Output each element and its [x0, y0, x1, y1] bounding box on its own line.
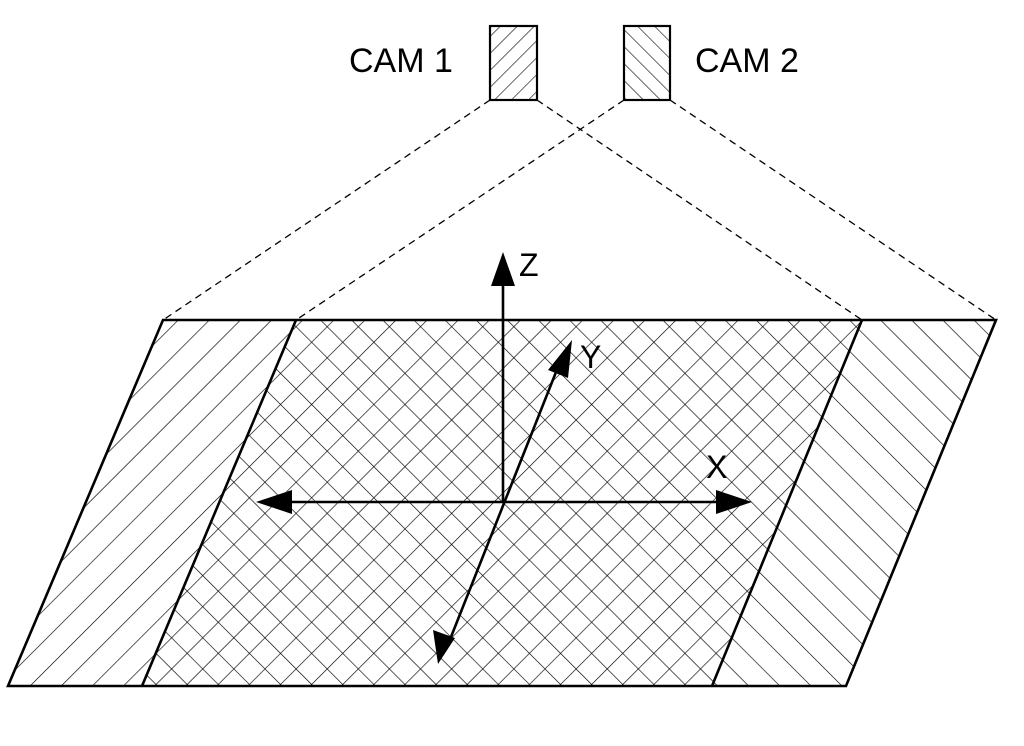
y-arrowhead-down	[433, 630, 455, 664]
cam1-label: CAM 1	[349, 42, 453, 80]
overlap-left-boundary	[140, 319, 298, 687]
x-arrowhead-left	[256, 490, 292, 514]
y-arrowhead-up	[548, 340, 572, 378]
ground-plane-outline	[6, 318, 998, 688]
x-arrowhead-right	[716, 490, 752, 514]
z-axis-label: Z	[519, 247, 539, 283]
z-arrowhead	[491, 252, 515, 286]
overlap-right-boundary	[710, 319, 864, 687]
field-of-view-lines	[162, 99, 997, 321]
x-axis-label: X	[706, 449, 727, 485]
cam1-body	[488, 24, 539, 102]
coordinate-axes	[282, 282, 726, 643]
y-axis-label: Y	[580, 339, 601, 375]
y-axis	[447, 361, 562, 643]
axis-arrowheads	[256, 252, 752, 664]
cam2-body	[622, 24, 672, 102]
cam2-label: CAM 2	[695, 42, 799, 80]
